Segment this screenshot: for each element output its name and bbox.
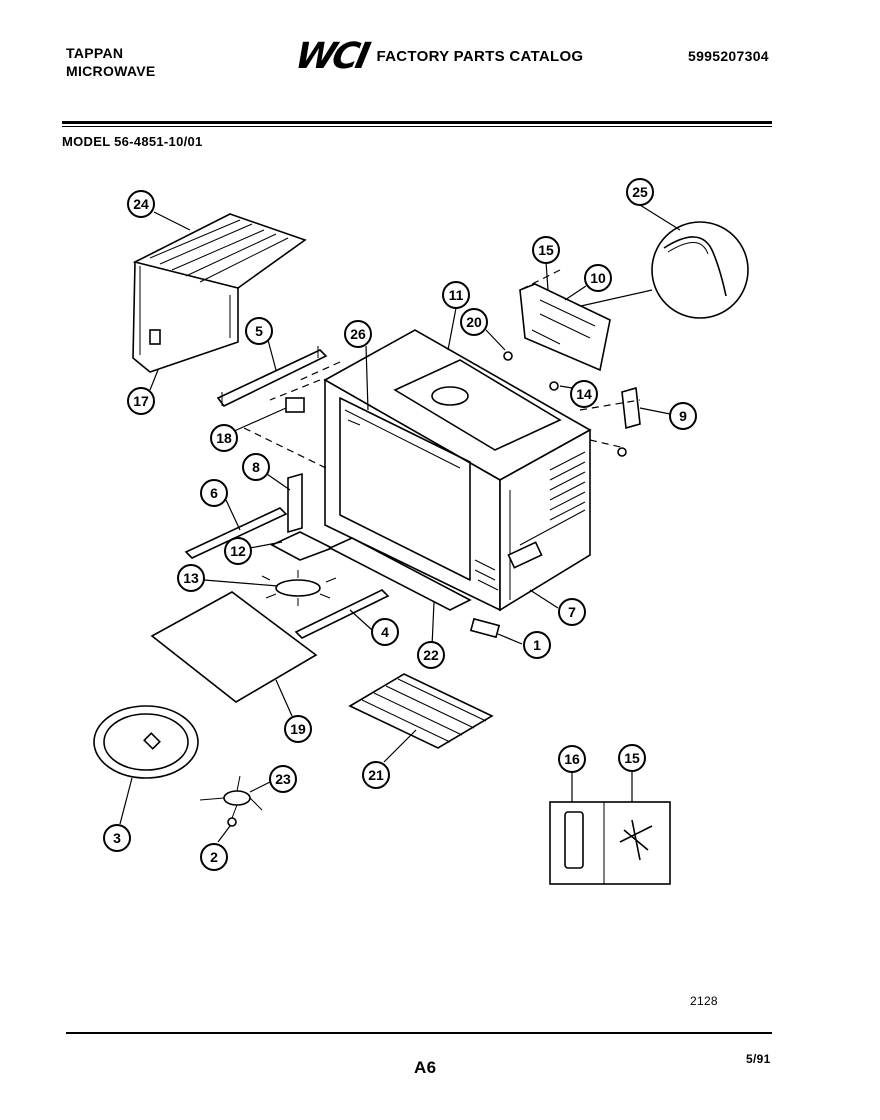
callout-label: 4	[381, 624, 389, 640]
callout-17: 17	[127, 387, 155, 415]
callout-label: 2	[210, 849, 218, 865]
detail-box-16-15	[549, 801, 671, 885]
callout-label: 25	[632, 184, 648, 200]
callout-label: 23	[275, 771, 291, 787]
callout-2: 2	[200, 843, 228, 871]
page-number: A6	[414, 1058, 437, 1077]
callout-label: 21	[368, 767, 384, 783]
callout-label: 6	[210, 485, 218, 501]
callout-6: 6	[200, 479, 228, 507]
callout-label: 10	[590, 270, 606, 286]
callout-label: 13	[183, 570, 199, 586]
callout-11: 11	[442, 281, 470, 309]
part-5-rail	[216, 346, 328, 408]
model-number: MODEL 56-4851-10/01	[62, 134, 203, 149]
revision-date: 5/91	[746, 1052, 771, 1066]
catalog-header: WCI FACTORY PARTS CATALOG	[292, 36, 584, 77]
callout-15-top: 15	[532, 236, 560, 264]
callout-label: 9	[679, 408, 687, 424]
callout-26: 26	[344, 320, 372, 348]
callout-label: 15	[624, 750, 640, 766]
callout-5: 5	[245, 317, 273, 345]
callout-3: 3	[103, 824, 131, 852]
callout-label: 5	[255, 323, 263, 339]
part-9-bracket	[621, 386, 641, 430]
callout-20: 20	[460, 308, 488, 336]
part-12-stirrer-blade	[270, 531, 334, 561]
callout-label: 8	[252, 459, 260, 475]
part-1-latch	[469, 617, 501, 639]
callout-label: 22	[423, 647, 439, 663]
callout-label: 24	[133, 196, 149, 212]
callout-23: 23	[269, 765, 297, 793]
part-14-screw-2	[617, 447, 627, 457]
part-20-screw	[503, 351, 513, 361]
callout-label: 17	[133, 393, 149, 409]
callout-label: 1	[533, 637, 541, 653]
part-3-turntable	[93, 705, 199, 779]
callout-21: 21	[362, 761, 390, 789]
part-14-screw	[549, 381, 559, 391]
callout-10: 10	[584, 264, 612, 292]
callout-12: 12	[224, 537, 252, 565]
callout-label: 20	[466, 314, 482, 330]
alignment-lines	[243, 269, 641, 471]
callout-8: 8	[242, 453, 270, 481]
callout-18: 18	[210, 424, 238, 452]
part-4-rail	[294, 589, 390, 639]
part-18-clip	[285, 397, 305, 413]
header-rule-thin	[62, 126, 772, 127]
catalog-title: FACTORY PARTS CATALOG	[376, 48, 584, 65]
part-6-bracket	[184, 507, 288, 559]
part-26-oven-cavity	[323, 329, 592, 612]
callout-label: 12	[230, 543, 246, 559]
callout-14: 14	[570, 380, 598, 408]
part-21-grille	[348, 673, 494, 749]
part-2-coupler	[227, 817, 237, 827]
brand-name: TAPPAN	[66, 45, 124, 61]
part-10-control-panel	[519, 283, 611, 372]
callout-1: 1	[523, 631, 551, 659]
part-25-detail	[571, 221, 749, 319]
callout-label: 11	[449, 287, 464, 303]
callout-label: 15	[538, 242, 554, 258]
callout-label: 16	[564, 751, 580, 767]
catalog-part-number: 5995207304	[688, 48, 769, 64]
callout-13: 13	[177, 564, 205, 592]
callout-label: 7	[568, 604, 576, 620]
callout-25: 25	[626, 178, 654, 206]
brand-block: TAPPAN MICROWAVE	[66, 44, 156, 80]
part-24-outer-wrapper	[132, 213, 307, 373]
footer-rule	[66, 1032, 772, 1034]
callout-label: 26	[350, 326, 366, 342]
leader-lines	[119, 204, 681, 843]
callout-4: 4	[371, 618, 399, 646]
callout-15-detail: 15	[618, 744, 646, 772]
part-13-stirrer-fan	[261, 570, 337, 606]
part-19-cover-sheet	[150, 591, 318, 703]
callout-7: 7	[558, 598, 586, 626]
callout-label: 3	[113, 830, 121, 846]
callout-16: 16	[558, 745, 586, 773]
callout-label: 14	[576, 386, 592, 402]
drawing-number: 2128	[690, 994, 718, 1008]
callout-24: 24	[127, 190, 155, 218]
callout-22: 22	[417, 641, 445, 669]
part-8-stirrer-shaft	[287, 472, 303, 534]
callout-label: 19	[290, 721, 306, 737]
product-type: MICROWAVE	[66, 63, 156, 79]
callout-label: 18	[216, 430, 232, 446]
part-22-base-plate	[328, 537, 472, 611]
part-23-roller-ring	[199, 775, 263, 819]
callout-19: 19	[284, 715, 312, 743]
header-rule	[62, 121, 772, 124]
callout-9: 9	[669, 402, 697, 430]
